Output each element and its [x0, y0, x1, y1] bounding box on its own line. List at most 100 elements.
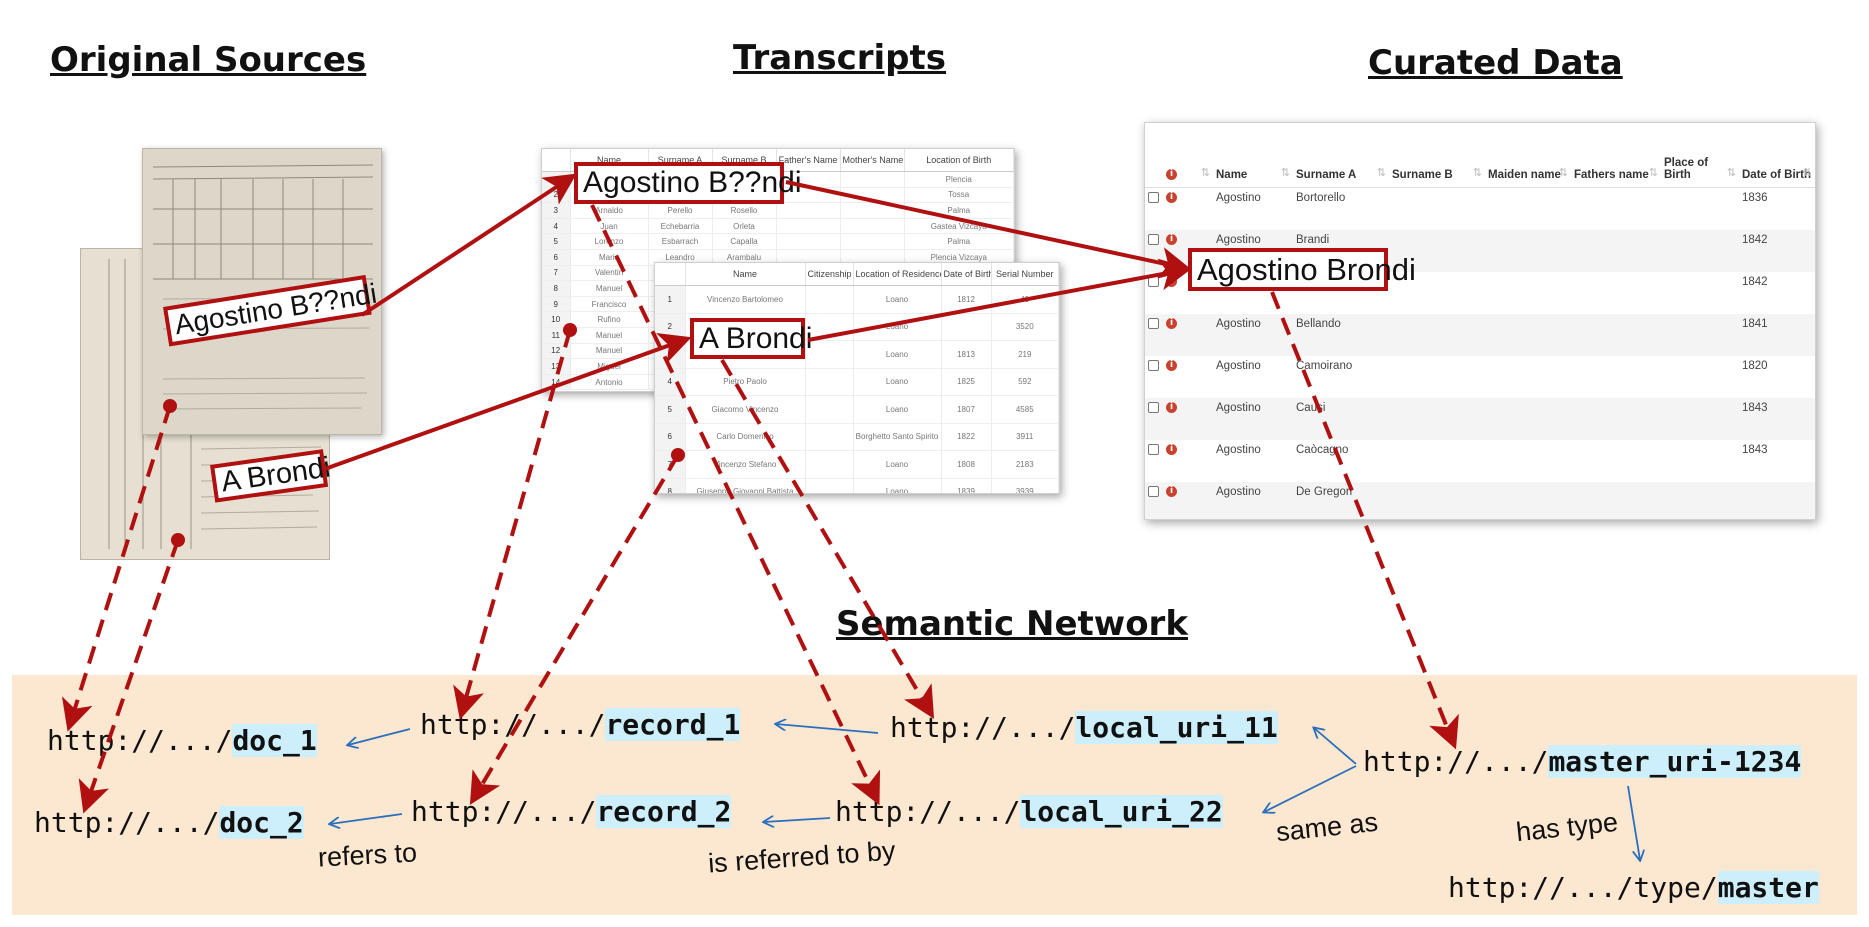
info-icon[interactable]: i — [1166, 192, 1177, 204]
table-cell: Capalla — [712, 233, 777, 250]
info-icon[interactable]: i — [1166, 444, 1177, 456]
row-checkbox[interactable] — [1148, 192, 1159, 204]
table-cell — [1389, 356, 1485, 398]
column-header-label: Name — [732, 269, 757, 279]
table-cell: 1 — [655, 285, 686, 314]
table-cell — [1571, 272, 1661, 314]
table-cell: Manuel — [570, 327, 649, 344]
table-cell: Bellando — [1293, 314, 1389, 356]
column-header-label: Citizenship — [807, 269, 852, 279]
column-header: Serial Number — [991, 263, 1059, 286]
row-info-cell: i — [1163, 188, 1213, 231]
row-select-cell — [1145, 272, 1163, 314]
table-cell: Plencia — [904, 171, 1014, 188]
table-cell — [1571, 356, 1661, 398]
column-header[interactable]: Maiden name⇅ — [1485, 123, 1571, 188]
info-icon[interactable]: i — [1166, 318, 1177, 330]
table-cell: Orleta — [712, 218, 777, 235]
info-icon[interactable]: i — [1166, 360, 1177, 372]
info-icon[interactable]: i — [1166, 486, 1177, 498]
table-cell: Francisco — [570, 296, 649, 313]
column-header: Location of Residence — [853, 263, 942, 286]
table-cell: Agostino — [1216, 192, 1261, 204]
callout-transcript-agostino-bndi: Agostino B??ndi — [574, 162, 802, 204]
row-checkbox[interactable] — [1148, 318, 1159, 330]
table-cell: 2183 — [991, 450, 1059, 479]
table-cell — [1485, 398, 1571, 440]
column-header: i⇅ — [1163, 123, 1213, 188]
column-header[interactable]: Name⇅ — [1213, 123, 1293, 188]
row-checkbox[interactable] — [1148, 486, 1159, 498]
table-cell — [840, 187, 905, 204]
column-header-label: Name — [596, 155, 621, 165]
table-cell — [1389, 398, 1485, 440]
table-cell — [941, 313, 992, 341]
table-cell: Causi — [1293, 398, 1389, 440]
table-cell: 9 — [542, 296, 571, 313]
table-cell — [1389, 314, 1485, 356]
sort-icon[interactable]: ⇅ — [1558, 167, 1568, 179]
table-cell — [1389, 230, 1485, 272]
table-cell — [776, 233, 841, 250]
column-header[interactable]: Surname B⇅ — [1389, 123, 1485, 188]
table-cell — [805, 478, 854, 493]
table-cell: 1 — [542, 171, 571, 188]
table-cell: Giacomo Vincenzo — [685, 395, 806, 424]
column-header — [655, 263, 686, 286]
table-cell: 12 — [542, 343, 571, 360]
sort-icon[interactable]: ⇅ — [1280, 167, 1290, 179]
uri-record-2: http://.../record_2 — [411, 795, 732, 828]
sort-icon[interactable]: ⇅ — [1726, 167, 1736, 179]
info-icon[interactable]: i — [1166, 402, 1177, 414]
table-cell: Bortorello — [1296, 192, 1346, 204]
table-cell — [840, 233, 905, 250]
column-header[interactable]: Place of Birth⇅ — [1661, 123, 1739, 188]
table-cell: Agostino — [1216, 360, 1261, 372]
uri-local-uri-11: http://.../local_uri_11 — [890, 711, 1278, 744]
row-checkbox[interactable] — [1148, 402, 1159, 414]
row-checkbox[interactable] — [1148, 234, 1159, 246]
table-cell: 2 — [542, 187, 571, 204]
uri-local-uri-22: http://.../local_uri_22 — [835, 795, 1223, 828]
sort-icon[interactable]: ⇅ — [1648, 167, 1658, 179]
column-header: Citizenship — [805, 263, 854, 286]
sort-icon[interactable]: ⇅ — [1472, 167, 1482, 179]
callout-transcript-a-brondi: A Brondi — [690, 318, 812, 359]
column-header[interactable]: Date of Birth⇅ — [1739, 123, 1815, 188]
row-checkbox[interactable] — [1148, 444, 1159, 456]
column-header[interactable]: Fathers name⇅ — [1571, 123, 1661, 188]
table-cell: 1813 — [941, 340, 992, 369]
edge-label-refers-to: refers to — [317, 837, 418, 873]
column-header[interactable]: Surname A⇅ — [1293, 123, 1389, 188]
column-header-label: Serial Number — [995, 269, 1054, 279]
table-cell: 8 — [655, 478, 686, 493]
arrow-source-b-to-transcript-b — [360, 173, 577, 317]
heading-curated-data: Curated Data — [1368, 43, 1623, 83]
uri-type-master: http://.../type/master — [1448, 871, 1819, 904]
row-checkbox[interactable] — [1148, 276, 1159, 288]
info-icon[interactable]: i — [1166, 234, 1177, 246]
table-cell — [840, 202, 905, 219]
table-cell: Loano — [853, 340, 942, 369]
curated-data-table: i⇅Name⇅Surname A⇅Surname B⇅Maiden name⇅F… — [1145, 123, 1815, 519]
table-cell: Agostino — [1216, 444, 1261, 456]
column-header: Date of Birth — [941, 263, 992, 286]
table-cell: 1820 — [1742, 360, 1768, 372]
column-header-label: Location of Birth — [926, 155, 992, 165]
sort-icon[interactable]: ⇅ — [1802, 167, 1812, 179]
table-cell: 3939 — [991, 478, 1059, 493]
table-cell: 2 — [655, 313, 686, 341]
sort-icon[interactable]: ⇅ — [1376, 167, 1386, 179]
row-checkbox[interactable] — [1148, 360, 1159, 372]
info-icon[interactable]: i — [1166, 276, 1177, 288]
sort-icon[interactable]: ⇅ — [1200, 167, 1210, 179]
table-cell: Vincenzo Stefano — [685, 450, 806, 479]
table-cell: 1836 — [1742, 192, 1768, 204]
table-cell: Juan — [570, 218, 649, 235]
